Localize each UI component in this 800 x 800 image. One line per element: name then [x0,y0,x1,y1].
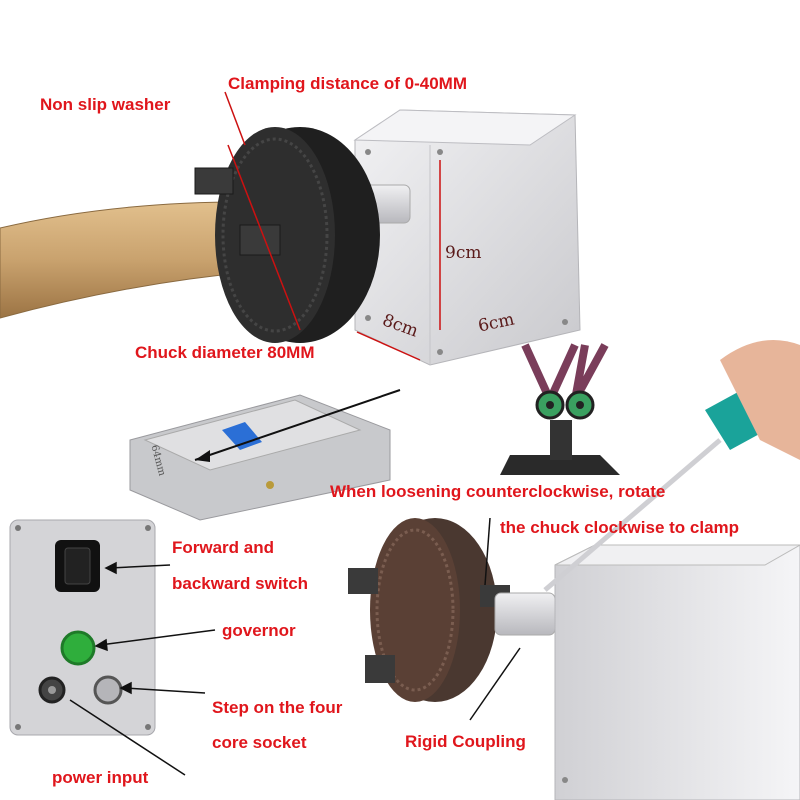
pointer-arrows [69,517,521,776]
label-loosen-line2: the chuck clockwise to clamp [500,518,740,537]
label-step-line2: core socket [212,733,307,752]
label-forward-line2: backward switch [172,574,309,593]
label-forward-line1: Forward and [172,538,275,557]
label-loosen-line1: When loosening counterclockwise, rotate [330,482,666,501]
dimension-height: 9cm [445,243,482,263]
label-power-input: power input [52,768,149,787]
screwdriver [543,340,800,592]
rigid-coupling-shaft [494,592,556,636]
chuck-diameter-arrow [227,144,301,331]
label-chuck-diameter: Chuck diameter 80MM [135,343,315,362]
label-clamping-distance: Clamping distance of 0-40MM [228,74,467,93]
label-step-line1: Step on the four [212,698,343,717]
label-rigid-coupling: Rigid Coupling [405,732,526,751]
motor-box-bottom [554,544,800,800]
label-non-slip-washer: Non slip washer [40,95,171,114]
chuck-top [194,127,380,343]
depth-dimension-line [356,331,421,361]
control-panel [9,519,156,736]
foot-pedal [129,389,401,521]
label-governor: governor [222,621,296,640]
support-stand [500,343,620,475]
chuck-bottom [348,518,510,702]
motor-box-top [353,109,581,366]
